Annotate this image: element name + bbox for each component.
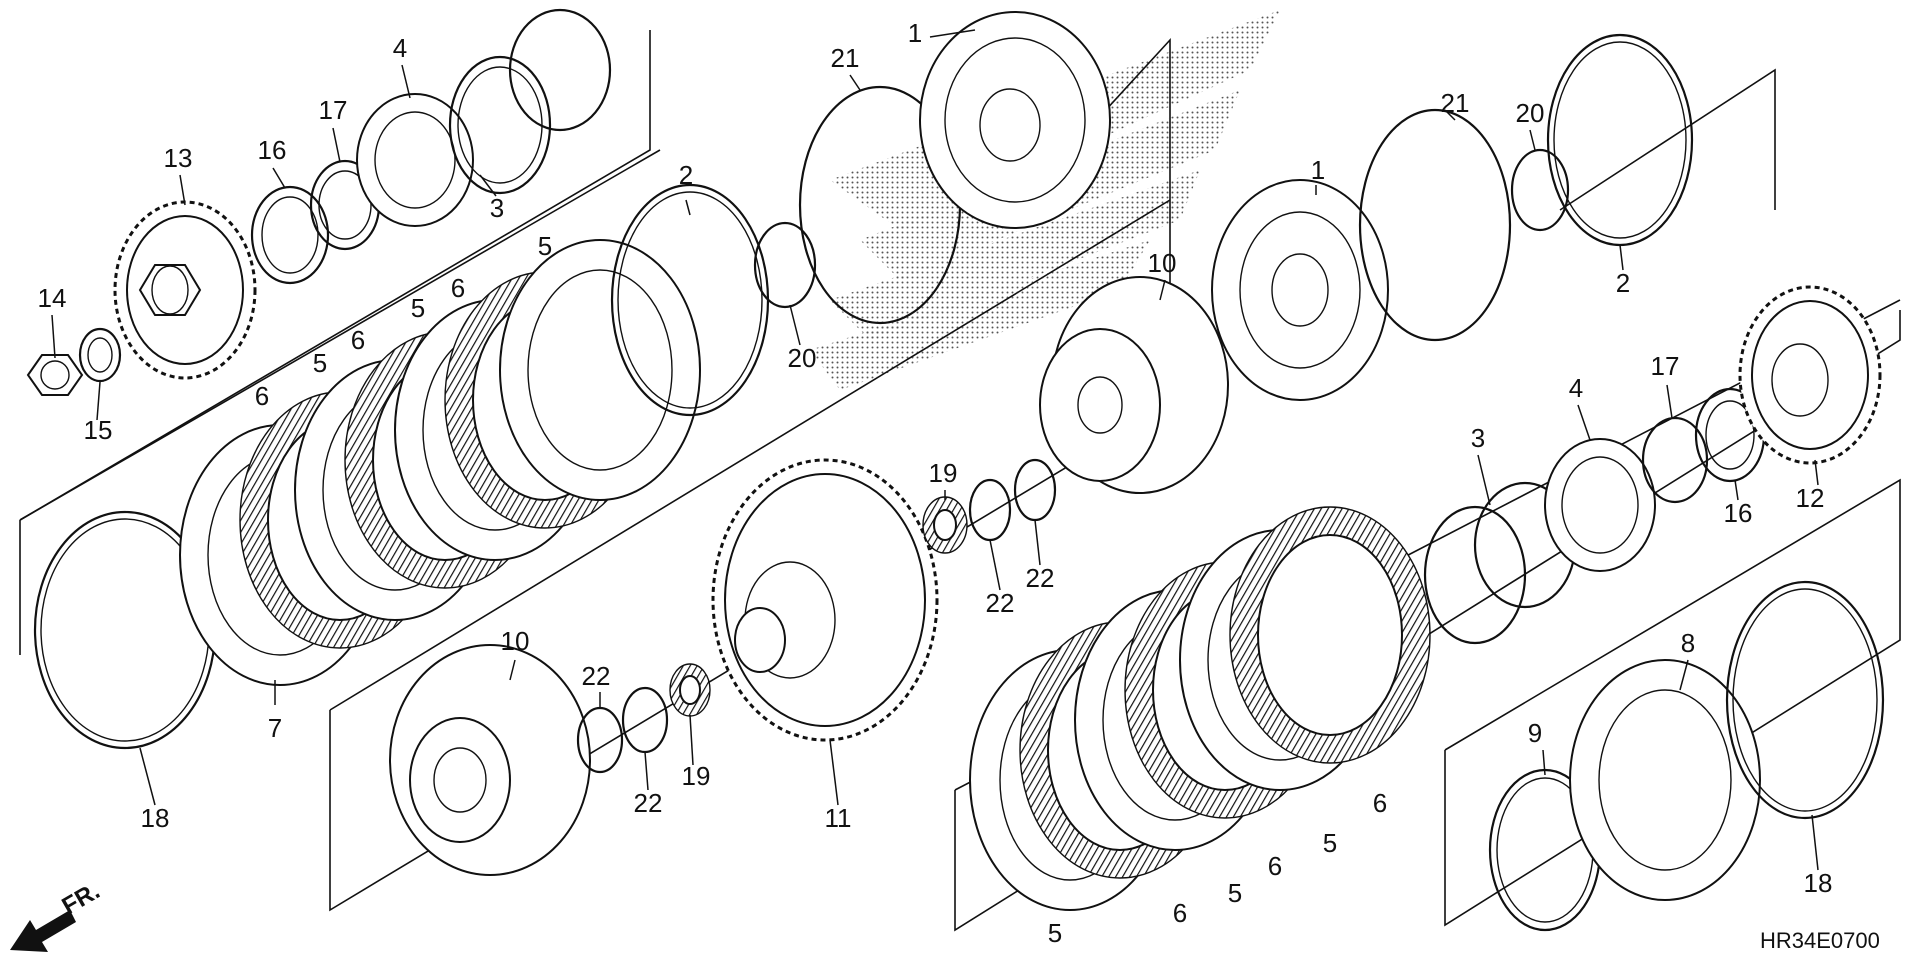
callout-19: 19 — [682, 761, 711, 791]
part-20-o-ring-right — [1510, 148, 1570, 232]
callout-22: 22 — [986, 588, 1015, 618]
callout-6: 6 — [451, 273, 465, 303]
callout-15: 15 — [84, 415, 113, 445]
part-11-drive-gear — [711, 458, 939, 742]
diagram-code: HR34E0700 — [1760, 928, 1880, 953]
part-19-bearing-lower — [669, 663, 711, 717]
part-20-o-ring-mid — [753, 221, 817, 309]
part-3-seal-rings — [448, 8, 612, 195]
callout-16: 16 — [258, 135, 287, 165]
callout-4: 4 — [1569, 373, 1583, 403]
part-14-nut — [26, 354, 84, 396]
callout-5: 5 — [313, 348, 327, 378]
callout-5: 5 — [538, 231, 552, 261]
callout-16: 16 — [1724, 498, 1753, 528]
callout-11: 11 — [825, 803, 852, 833]
callout-18: 18 — [141, 803, 170, 833]
front-direction-arrow: FR. — [10, 877, 104, 952]
callout-17: 17 — [319, 95, 348, 125]
callout-5: 5 — [1323, 828, 1337, 858]
leader-lines — [51, 29, 1819, 871]
callout-21: 21 — [831, 43, 860, 73]
part-22-ring-upper-b — [1013, 458, 1057, 522]
callout-17: 17 — [1651, 351, 1680, 381]
part-18-snap-ring-right — [1725, 580, 1885, 820]
callout-22: 22 — [634, 788, 663, 818]
part-13-gear — [113, 200, 257, 380]
callout-10: 10 — [501, 626, 530, 656]
callout-6: 6 — [1268, 851, 1282, 881]
callout-22: 22 — [582, 661, 611, 691]
callout-6: 6 — [351, 325, 365, 355]
callout-19: 19 — [929, 458, 958, 488]
part-4-plate-right — [1544, 438, 1656, 572]
part-15-washer — [78, 327, 122, 383]
callout-8: 8 — [1681, 628, 1695, 658]
callout-2: 2 — [679, 160, 693, 190]
callout-20: 20 — [788, 343, 817, 373]
part-8-end-plate — [1569, 659, 1761, 901]
part-1-piston-mid — [919, 11, 1111, 229]
callout-3: 3 — [1471, 423, 1485, 453]
callout-4: 4 — [393, 33, 407, 63]
callout-1: 1 — [1311, 155, 1325, 185]
part-1-piston-right — [1211, 179, 1389, 401]
callout-6: 6 — [255, 381, 269, 411]
callout-22: 22 — [1026, 563, 1055, 593]
part-17-circlip-right — [1641, 416, 1709, 504]
callout-10: 10 — [1148, 248, 1177, 278]
part-21-o-ring-right — [1358, 108, 1512, 342]
callout-21: 21 — [1441, 88, 1470, 118]
part-10-hub-upper — [1039, 276, 1229, 494]
part-19-bearing-upper — [922, 496, 968, 554]
callout-13: 13 — [164, 143, 193, 173]
part-22-ring-upper-a — [968, 478, 1012, 542]
part-2-snap-ring-right — [1546, 33, 1694, 247]
part-12-gear — [1738, 285, 1882, 465]
callout-6: 6 — [1373, 788, 1387, 818]
callout-5: 5 — [1048, 918, 1062, 948]
part-16-ring — [250, 185, 330, 285]
callout-12: 12 — [1796, 483, 1825, 513]
callout-5: 5 — [1228, 878, 1242, 908]
callout-9: 9 — [1528, 718, 1542, 748]
callout-6: 6 — [1173, 898, 1187, 928]
callout-14: 14 — [38, 283, 67, 313]
callout-7: 7 — [268, 713, 282, 743]
callout-18: 18 — [1804, 868, 1833, 898]
clutch-pack-left — [239, 239, 701, 649]
part-10-hub-lower — [389, 644, 591, 876]
callout-1: 1 — [908, 18, 922, 48]
part-4-plate — [356, 93, 474, 227]
callout-5: 5 — [411, 293, 425, 323]
callout-20: 20 — [1516, 98, 1545, 128]
callout-3: 3 — [490, 193, 504, 223]
callout-2: 2 — [1616, 268, 1630, 298]
clutch-pack-right — [969, 506, 1431, 911]
callout-labels: 1 1 2 2 3 3 4 4 5 5 5 5 5 5 6 6 6 6 6 6 … — [38, 18, 1833, 948]
